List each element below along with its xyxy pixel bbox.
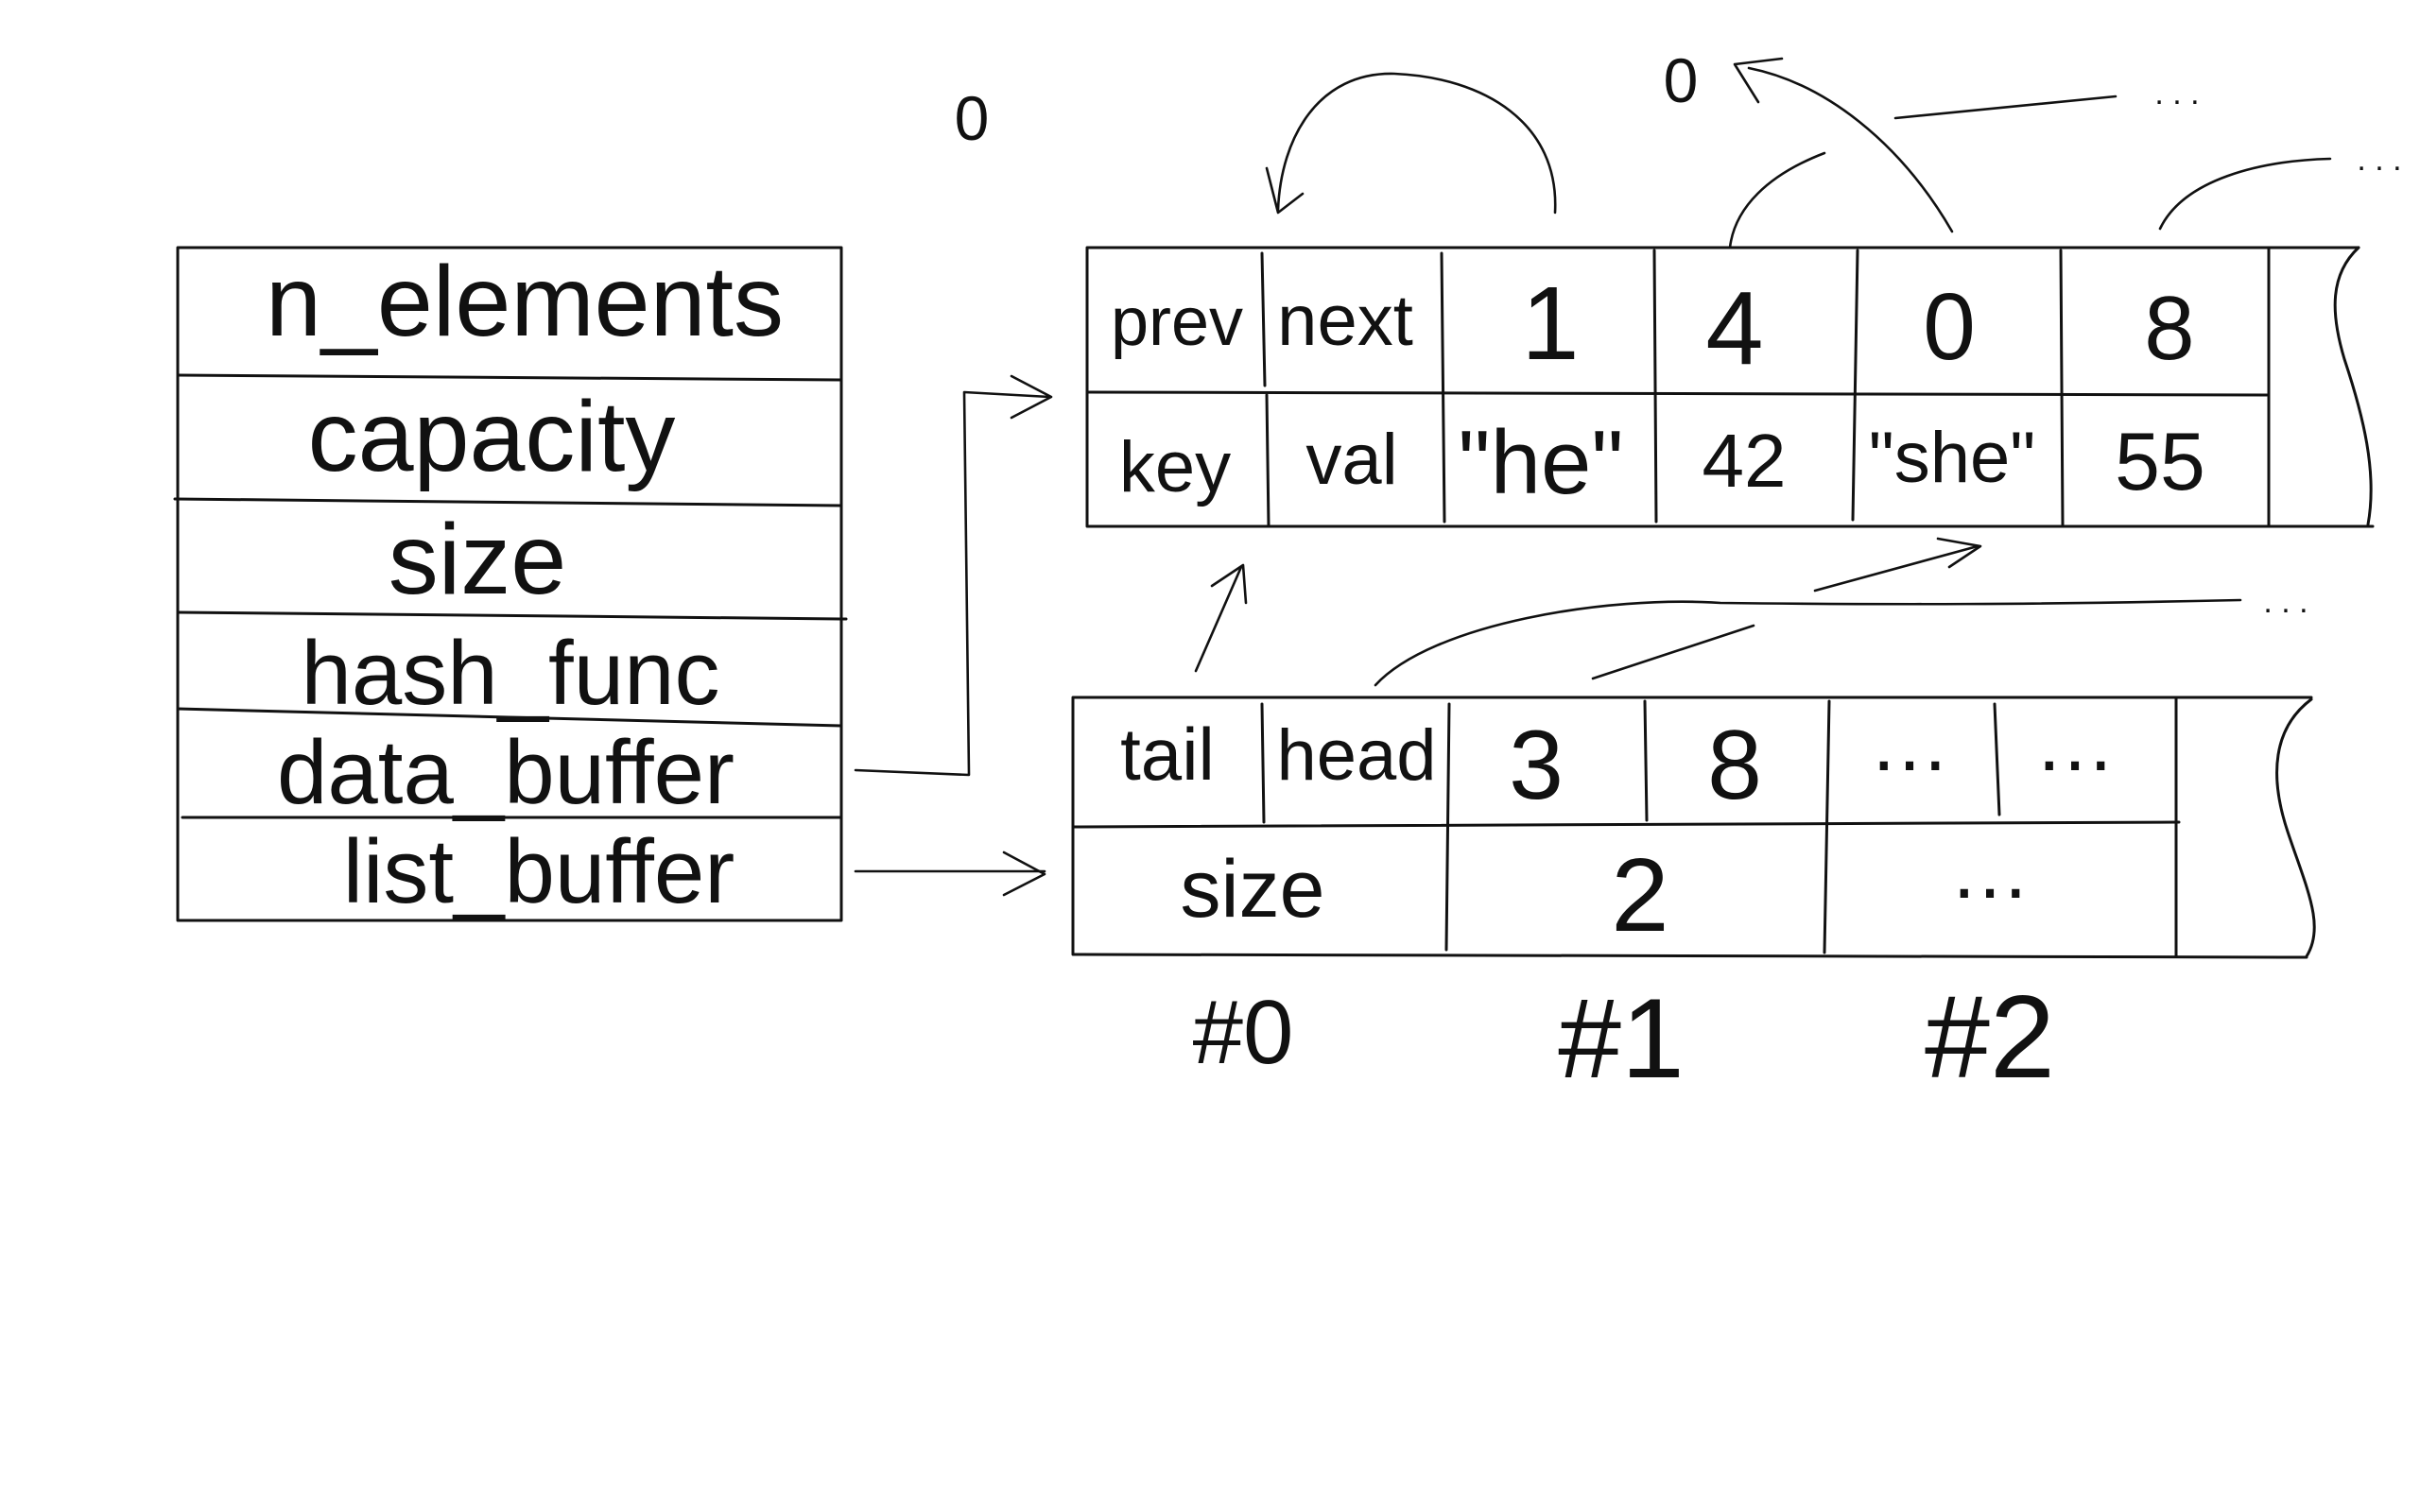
list-2-head: … bbox=[2034, 697, 2116, 788]
data-buffer-pointer-arrow bbox=[854, 374, 1053, 777]
next-link-arrow-to-zero bbox=[1733, 57, 1954, 233]
list-1-link-stub bbox=[1591, 624, 1755, 680]
field-hash-func: hash_func bbox=[301, 623, 719, 724]
prev-label: prev bbox=[1111, 284, 1243, 360]
size-label: size bbox=[1181, 844, 1325, 935]
node-3-value: 55 bbox=[2115, 417, 2205, 507]
data-buffer-table: prev next key val 1 4 0 8 "he" 42 "she" … bbox=[1085, 246, 2375, 528]
top-ellipsis-1: . . . bbox=[2154, 76, 2199, 112]
index-0: #0 bbox=[1193, 982, 1294, 1083]
list-1-tail: 3 bbox=[1509, 711, 1564, 820]
list-2-tail: … bbox=[1869, 697, 1950, 788]
bottom-ellipsis: . . . bbox=[2263, 584, 2308, 620]
key-label: key bbox=[1119, 427, 1231, 507]
field-capacity: capacity bbox=[308, 381, 676, 492]
head-label: head bbox=[1276, 715, 1436, 796]
list-1-size: 2 bbox=[1611, 837, 1668, 954]
index-2: #2 bbox=[1925, 972, 2055, 1103]
node-1-value: 42 bbox=[1703, 419, 1787, 503]
next-link-stub-node1 bbox=[1728, 151, 1826, 249]
field-data-buffer: data_buffer bbox=[277, 722, 735, 823]
list-2-size: … bbox=[1949, 825, 2031, 916]
hash-struct-box: n_elements capacity size hash_func data_… bbox=[173, 246, 848, 922]
node-0-value: "he" bbox=[1459, 412, 1624, 513]
val-label: val bbox=[1305, 420, 1397, 500]
null-marker-right: 0 bbox=[1664, 45, 1699, 115]
node-3-link: 8 bbox=[2144, 278, 2194, 379]
next-label: next bbox=[1277, 281, 1413, 361]
node-0-link: 1 bbox=[1521, 266, 1579, 382]
tail-label: tail bbox=[1120, 713, 1215, 796]
tail-to-node-arrow bbox=[1194, 563, 1248, 673]
head-to-node-arrow: . . . bbox=[1374, 584, 2308, 687]
prev-link-arrow bbox=[1265, 72, 1557, 215]
index-1: #1 bbox=[1558, 975, 1684, 1102]
null-marker-left: 0 bbox=[955, 83, 990, 153]
node-1-link: 4 bbox=[1705, 270, 1763, 387]
next-link-stub-node2 bbox=[1893, 94, 2118, 120]
list-buffer-pointer-arrow bbox=[854, 850, 1046, 897]
next-link-stub-node3 bbox=[2158, 157, 2332, 231]
top-ellipsis-2: . . . bbox=[2357, 142, 2401, 178]
field-list-buffer: list_buffer bbox=[343, 821, 735, 922]
list-1-head: 8 bbox=[1707, 711, 1762, 820]
node-2-link: 0 bbox=[1923, 274, 1976, 380]
list-buffer-table: tail head size 3 8 2 … … … bbox=[1071, 696, 2316, 959]
node-2-value: "she" bbox=[1869, 418, 2036, 498]
list-1-to-node-arrow bbox=[1813, 537, 1982, 593]
field-n-elements: n_elements bbox=[266, 246, 784, 357]
field-size: size bbox=[389, 504, 567, 615]
